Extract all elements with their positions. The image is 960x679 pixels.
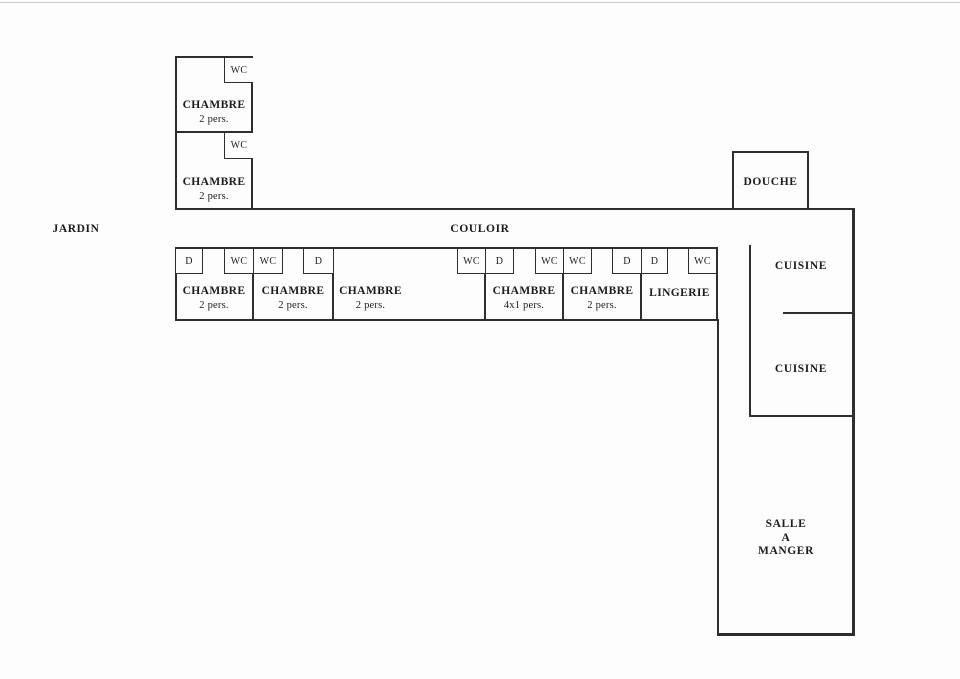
dining-west-wall <box>717 319 719 635</box>
right-outer-wall <box>852 208 855 636</box>
room-name-label: CHAMBRE <box>492 285 556 297</box>
page-top-edge <box>0 2 960 3</box>
bedroom-top-2-label: CHAMBRE 2 pers. <box>175 176 253 204</box>
room-capacity-label: 2 pers. <box>587 300 617 311</box>
bedroom-1-label: CHAMBRE 2 pers. <box>175 285 253 313</box>
kitchen-upper-label: CUISINE <box>774 260 828 272</box>
wc-label: WC <box>569 255 586 267</box>
room-divider-wall-1 <box>252 249 254 319</box>
room-name-label: CHAMBRE <box>182 99 246 111</box>
wc-box: WC <box>688 249 716 274</box>
door-box: D <box>612 249 641 274</box>
shower-room <box>732 151 809 208</box>
wc-label: WC <box>463 255 480 267</box>
shower-room-label: DOUCHE <box>743 176 798 188</box>
corridor-label: COULOIR <box>450 223 510 235</box>
dining-room-label: SALLE A MANGER <box>758 518 814 557</box>
door-label: D <box>495 255 504 267</box>
bedroom-2-label: CHAMBRE 2 pers. <box>253 285 333 313</box>
wc-box: WC <box>535 249 563 274</box>
room-name-label: CHAMBRE <box>261 285 325 297</box>
bedroom-5-label: CHAMBRE 2 pers. <box>563 285 641 313</box>
door-label: D <box>650 255 659 267</box>
door-label: D <box>314 255 323 267</box>
linen-room-label: LINGERIE <box>641 287 718 300</box>
wc-box: WC <box>564 249 592 274</box>
room-capacity-label: 2 pers. <box>199 300 229 311</box>
south-outer-wall <box>717 633 855 636</box>
wc-label: WC <box>694 255 711 267</box>
room-name-label: LINGERIE <box>649 287 710 299</box>
wc-box: WC <box>224 249 253 274</box>
wc-label: WC <box>230 140 248 151</box>
door-box: D <box>176 249 203 274</box>
wc-box: WC <box>224 133 253 159</box>
bedroom-4-label: CHAMBRE 4x1 pers. <box>485 285 563 313</box>
wc-box: WC <box>254 249 283 274</box>
kitchen-lower-label: CUISINE <box>774 363 828 375</box>
door-label: D <box>185 255 193 267</box>
room-name-label: CHAMBRE <box>182 176 246 188</box>
top-wing-divider-wall <box>176 131 252 133</box>
wc-box: WC <box>457 249 485 274</box>
room-name-label: CHAMBRE <box>339 285 402 297</box>
room-divider-wall-4 <box>562 249 564 319</box>
room-capacity-label: 2 pers. <box>278 300 308 311</box>
room-divider-wall-2 <box>332 249 334 319</box>
room-capacity-label: 2 pers. <box>355 300 386 311</box>
corridor-top-wall <box>253 208 855 210</box>
wc-label: WC <box>541 255 558 267</box>
door-box: D <box>486 249 514 274</box>
room-capacity-label: 2 pers. <box>199 191 229 202</box>
room-capacity-label: 4x1 pers. <box>503 300 545 311</box>
kitchen-south-wall <box>749 415 853 417</box>
wc-label: WC <box>259 255 277 267</box>
room-name-label: CHAMBRE <box>570 285 634 297</box>
door-label: D <box>623 255 631 267</box>
room-divider-wall-5 <box>640 249 642 319</box>
door-box: D <box>303 249 333 274</box>
bedroom-top-1-label: CHAMBRE 2 pers. <box>175 99 253 127</box>
wc-label: WC <box>230 64 248 76</box>
door-box: D <box>642 249 668 274</box>
wc-label: WC <box>230 255 248 267</box>
room-capacity-label: 2 pers. <box>199 114 229 125</box>
garden-label: JARDIN <box>52 223 100 235</box>
main-row-outline <box>175 247 718 321</box>
bedroom-3-label: CHAMBRE 2 pers. <box>333 285 408 313</box>
room-divider-wall-3 <box>484 249 486 319</box>
kitchen-west-wall <box>749 245 751 417</box>
kitchen-divider-wall <box>783 312 853 314</box>
room-name-label: CHAMBRE <box>182 285 246 297</box>
wc-box: WC <box>224 58 253 83</box>
